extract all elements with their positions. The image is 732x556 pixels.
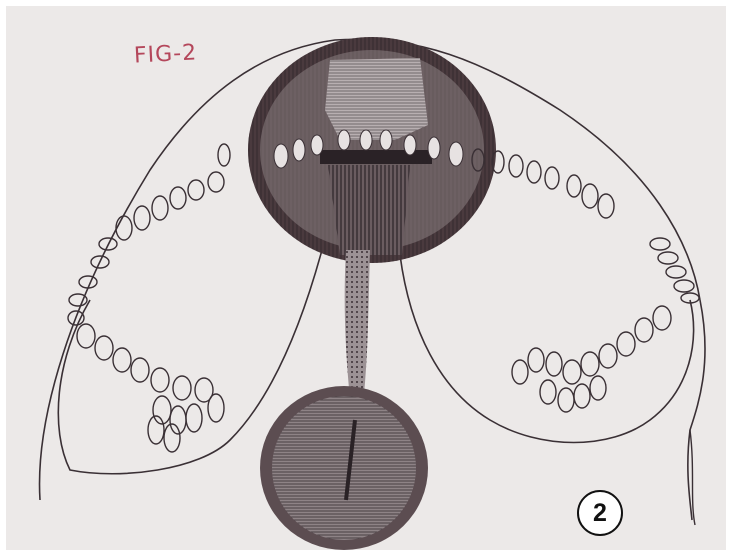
figure-number-badge: 2	[577, 490, 623, 536]
lower-circle	[260, 386, 428, 550]
figure-label: FIG-2	[133, 40, 197, 68]
right-lobe-outline	[400, 255, 694, 443]
right-oval-chain	[472, 149, 699, 412]
left-oval-chain	[68, 144, 230, 452]
upper-head	[248, 37, 496, 263]
